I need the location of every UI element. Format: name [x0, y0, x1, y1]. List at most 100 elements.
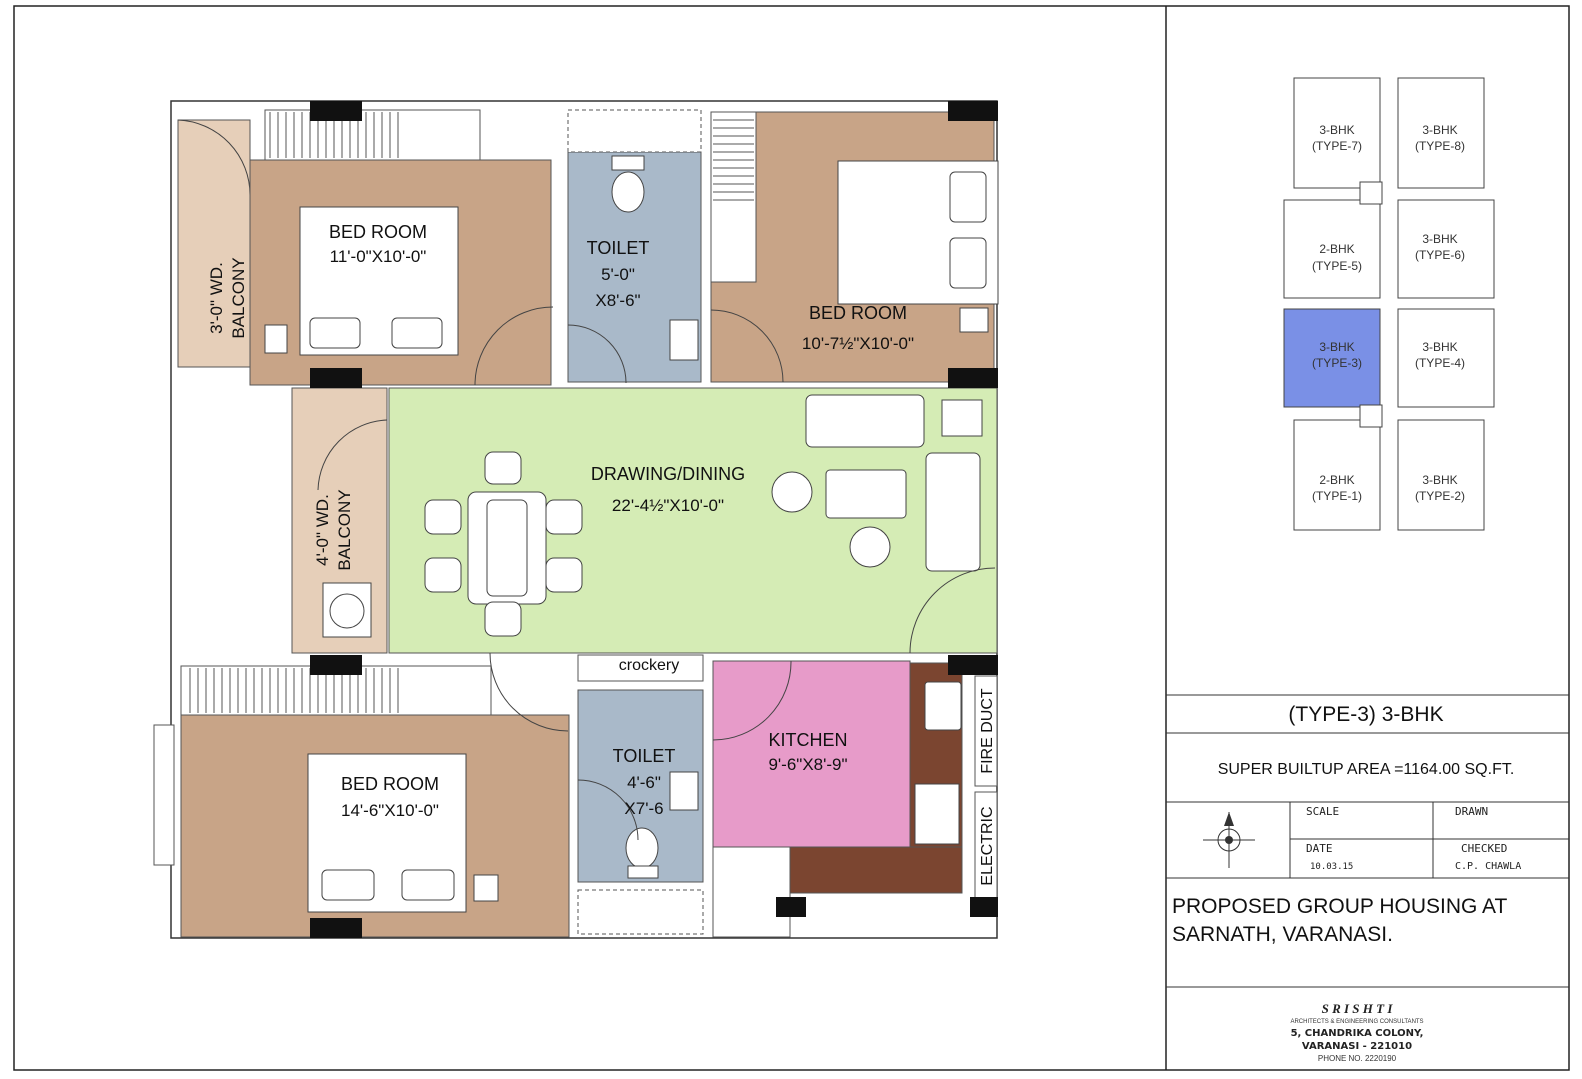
bedroom-3-size: 14'-6"X10'-0" — [341, 801, 439, 820]
balcony-2-door-arc — [317, 419, 388, 491]
toilet-2-size-b: X7'-6 — [624, 799, 663, 818]
bedroom-2-pillow — [949, 237, 987, 289]
drawing-dining-name: DRAWING/DINING — [591, 464, 745, 484]
key-unit-type-7 — [1293, 77, 1381, 189]
key-unit-type-3 — [1283, 308, 1381, 408]
kitchen-sink — [924, 681, 962, 731]
floor-plan: BED ROOM 11'-0"X10'-0" TOILET 5'-0" X8'-… — [153, 100, 999, 939]
toilet-1-size-a: 5'-0" — [601, 265, 635, 284]
toilet-2-door-arc — [577, 779, 639, 841]
main-door-arc — [909, 567, 996, 654]
bedroom-2-wardrobe — [710, 111, 757, 283]
kitchen-name: KITCHEN — [768, 730, 847, 750]
bedroom-3-door-arc — [489, 652, 569, 732]
key-unit-type-6-line1: 3-BHK — [1422, 232, 1457, 246]
bedroom-3-pillow — [401, 869, 455, 901]
bedroom-1-name: BED ROOM — [329, 222, 427, 242]
bedroom-3-window — [153, 724, 175, 866]
toilet-1-cistern — [611, 155, 645, 171]
balcony-1-width: 3'-0" WD. — [207, 262, 226, 334]
balcony-2-name: BALCONY — [335, 489, 354, 570]
drawing-dining-size: 22'-4½"X10'-0" — [612, 496, 724, 515]
kitchen-counter-bottom — [789, 846, 963, 894]
balcony-1-name: BALCONY — [229, 257, 248, 338]
bedroom-2-name: BED ROOM — [809, 303, 907, 323]
sofa-top — [805, 394, 925, 448]
bedroom-3-name: BED ROOM — [341, 774, 439, 794]
crockery-unit — [577, 654, 704, 682]
key-unit-type-2-line1: 3-BHK — [1422, 473, 1457, 487]
bedroom-3-pillow — [321, 869, 375, 901]
key-unit-type-5 — [1283, 199, 1381, 299]
bedroom-1-pillow — [309, 317, 361, 349]
bedroom-2-pillow — [949, 171, 987, 223]
columns — [310, 101, 998, 938]
toilet-2-shaft — [577, 889, 704, 935]
dining-table — [467, 491, 547, 605]
drawn-label: DRAWN — [1455, 805, 1488, 818]
key-unit-type-2-line2: (TYPE-2) — [1415, 489, 1465, 503]
armchair — [849, 526, 891, 568]
kitchen-hob — [914, 783, 960, 845]
date-label: DATE — [1306, 842, 1333, 855]
project-line-1: PROPOSED GROUP HOUSING AT — [1172, 895, 1507, 918]
toilet-1-wc — [611, 171, 645, 213]
sofa-right — [925, 452, 981, 572]
key-unit-type-7-line1: 3-BHK — [1319, 123, 1354, 137]
firm-name: S R I S H T I — [1322, 1001, 1394, 1016]
toilet-1-shaft — [567, 109, 702, 153]
toilet-2-cistern — [627, 865, 659, 879]
balcony-2-width: 4'-0" WD. — [313, 494, 332, 566]
coffee-table — [825, 469, 907, 519]
unit-type-title: (TYPE-3) 3-BHK — [1288, 703, 1443, 726]
key-unit-type-7-line2: (TYPE-7) — [1312, 139, 1362, 153]
dining-chairs — [424, 451, 583, 637]
title-block: (TYPE-3) 3-BHK SUPER BUILTUP AREA =1164.… — [1166, 694, 1569, 1063]
key-unit-type-1-line2: (TYPE-1) — [1312, 489, 1362, 503]
key-unit-type-3-line2: (TYPE-3) — [1312, 356, 1362, 370]
toilet-1-size-b: X8'-6" — [595, 291, 640, 310]
firm-tagline: ARCHITECTS & ENGINEERING CONSULTANTS — [1290, 1019, 1423, 1025]
bedroom-1-wardrobe — [264, 109, 481, 161]
key-unit-type-6-line2: (TYPE-6) — [1415, 248, 1465, 262]
bedroom-1-side-table — [264, 324, 288, 354]
checked-label: CHECKED — [1461, 842, 1507, 855]
key-unit-type-5-line1: 2-BHK — [1319, 242, 1354, 256]
crockery-label: crockery — [619, 657, 679, 674]
toilet-1-door-arc — [567, 324, 627, 384]
bedroom-3-wardrobe-hatch — [189, 668, 399, 713]
bedroom-2-wardrobe-hatch — [713, 119, 754, 201]
bedroom-3-side-table — [473, 874, 499, 902]
fire-duct-label: FIRE DUCT — [979, 688, 996, 774]
armchair — [771, 471, 813, 513]
toilet-2-size-a: 4'-6" — [627, 773, 661, 792]
bedroom-1-pillow — [391, 317, 443, 349]
key-unit-type-2 — [1397, 419, 1485, 531]
key-plan: 3-BHK (TYPE-7) 3-BHK (TYPE-8) 2-BHK (TYP… — [1283, 77, 1495, 531]
toilet-2-basin — [669, 771, 699, 811]
key-unit-type-1-line1: 2-BHK — [1319, 473, 1354, 487]
key-unit-type-5-line2: (TYPE-5) — [1312, 259, 1362, 273]
key-unit-type-4-line2: (TYPE-4) — [1415, 356, 1465, 370]
key-unit-type-8-line1: 3-BHK — [1422, 123, 1457, 137]
electric-label: ELECTRIC — [979, 806, 996, 885]
key-unit-type-6 — [1397, 199, 1495, 299]
bedroom-1-size: 11'-0"X10'-0" — [330, 247, 427, 266]
project-line-2: SARNATH, VARANASI. — [1172, 923, 1393, 946]
dining-table-top — [486, 499, 528, 597]
toilet-2-wc — [625, 827, 659, 869]
super-builtup-area: SUPER BUILTUP AREA =1164.00 SQ.FT. — [1218, 761, 1515, 778]
key-stair-top — [1359, 181, 1383, 205]
key-unit-type-8 — [1397, 77, 1485, 189]
washing-machine-drum — [329, 593, 365, 629]
toilet-1-basin — [669, 319, 699, 361]
bedroom-2-size: 10'-7½"X10'-0" — [802, 334, 914, 353]
bedroom-2-door-arc — [710, 309, 784, 383]
key-unit-type-1 — [1293, 419, 1381, 531]
key-unit-type-8-line2: (TYPE-8) — [1415, 139, 1465, 153]
checked-value: C.P. CHAWLA — [1455, 861, 1521, 872]
scale-label: SCALE — [1306, 805, 1339, 818]
firm-address-1: 5, CHANDRIKA COLONY, — [1291, 1028, 1424, 1039]
kitchen-utility — [712, 846, 791, 938]
